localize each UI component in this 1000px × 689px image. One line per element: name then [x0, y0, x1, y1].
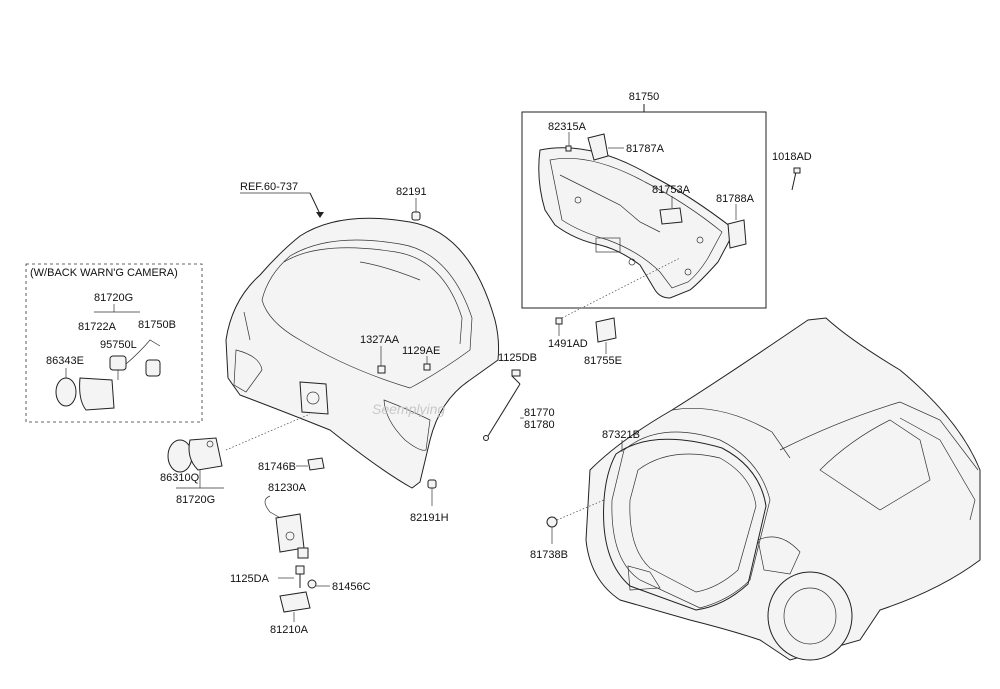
label-81780: 81780: [524, 419, 555, 431]
bolt-1125DA: [295, 565, 305, 588]
label-81787A: 81787A: [626, 143, 665, 155]
handle-81753A: [659, 207, 683, 225]
label-81456C: 81456C: [332, 581, 371, 593]
weatherstrip-87321B: [603, 438, 767, 611]
label-82315A: 82315A: [548, 121, 587, 133]
nut-1327AA: [377, 365, 386, 374]
label-82191H: 82191H: [410, 512, 449, 524]
clip-1491AD: [555, 317, 563, 325]
tailgate-trim-panel: [538, 147, 736, 299]
striker-81210A: [279, 591, 311, 613]
clip-81456C: [307, 579, 317, 589]
label-82191: 82191: [396, 186, 427, 198]
bolt-1125DB: [511, 369, 521, 377]
label-1129AE: 1129AE: [402, 345, 440, 357]
label-1018AD: 1018AD: [772, 151, 812, 163]
label-81230A: 81230A: [268, 482, 307, 494]
car-body: [585, 317, 981, 661]
emblem-86310Q: [167, 437, 223, 473]
watermark: Seemplying: [372, 401, 445, 417]
label-81720G-bottom: 81720G: [176, 494, 215, 506]
camera-group-box: [25, 263, 203, 423]
bolt-1129AE: [423, 363, 431, 371]
label-81788A: 81788A: [716, 193, 755, 205]
label-81720G-top: 81720G: [94, 292, 133, 304]
label-81755E: 81755E: [584, 355, 622, 367]
camera-emblem-assembly: [55, 339, 161, 411]
label-86310Q: 86310Q: [160, 472, 200, 484]
label-81750: 81750: [629, 91, 660, 103]
label-81722A: 81722A: [78, 321, 117, 333]
label-1125DB: 1125DB: [498, 352, 537, 364]
label-81750B: 81750B: [138, 319, 176, 331]
tailgate: [225, 217, 500, 489]
label-81746B: 81746B: [258, 461, 296, 473]
label-81738B: 81738B: [530, 549, 568, 561]
bracket-81788A: [727, 219, 747, 249]
gas-lift-81770: [483, 375, 521, 441]
latch-81230A: [264, 495, 309, 559]
label-81753A: 81753A: [652, 184, 691, 196]
screw-1018AD: [791, 167, 801, 191]
label-86343E: 86343E: [46, 355, 84, 367]
label-87321B: 87321B: [602, 429, 640, 441]
clip-82315A: [565, 145, 572, 152]
bumper-81738B: [546, 516, 558, 528]
bracket-81746B: [307, 457, 325, 471]
label-1125DA: 1125DA: [230, 573, 270, 585]
ref-label: REF.60-737: [240, 181, 298, 193]
camera-box-title: (W/BACK WARN'G CAMERA): [30, 267, 178, 279]
label-1327AA: 1327AA: [360, 334, 400, 346]
label-81210A: 81210A: [270, 624, 309, 636]
bumper-82191: [411, 211, 421, 221]
label-81770: 81770: [524, 407, 555, 419]
label-95750L: 95750L: [100, 339, 137, 351]
bracket-81787A: [587, 133, 609, 161]
label-1491AD: 1491AD: [548, 338, 588, 350]
cover-81755E: [595, 317, 617, 343]
bumper-82191H: [427, 479, 437, 489]
